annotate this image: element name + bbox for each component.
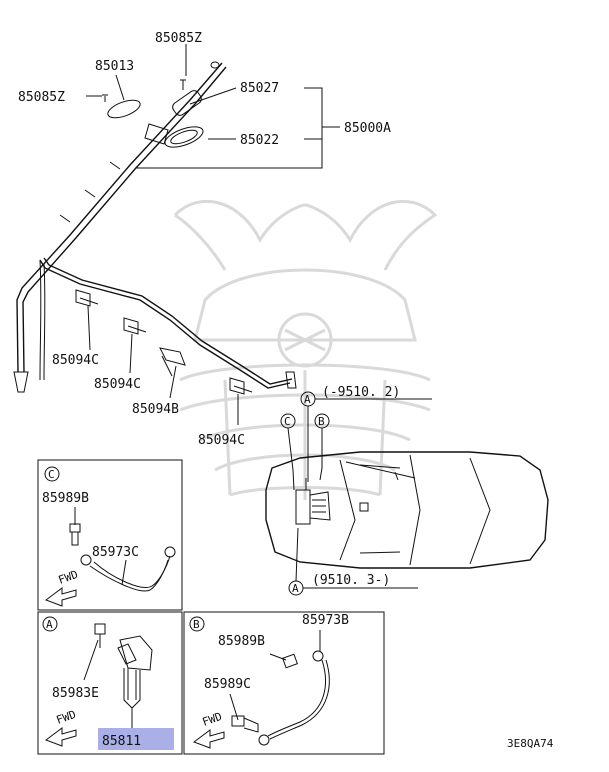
box-b-85989C: 85989C: [204, 677, 251, 692]
box-a-letter: A: [46, 618, 53, 631]
box-a-85983E: 85983E: [52, 686, 99, 701]
label-85013: 85013: [95, 59, 134, 74]
leader-lines: [86, 44, 340, 425]
label-85094C-2: 85094C: [94, 377, 141, 392]
antenna-assembly: [13, 61, 227, 393]
box-c-fwd: FWD: [57, 568, 80, 587]
antenna-cable: [39, 257, 297, 395]
label-85022: 85022: [240, 133, 279, 148]
box-a-85811[interactable]: 85811: [102, 734, 141, 749]
box-b-85989B: 85989B: [218, 634, 265, 649]
box-c-85989B: 85989B: [42, 491, 89, 506]
label-85000A: 85000A: [344, 121, 391, 136]
callout-b-top-letter: B: [318, 415, 325, 428]
label-85085Z-left: 85085Z: [18, 90, 65, 105]
callout-a-top-letter: A: [304, 393, 311, 406]
range-top: (-9510. 2): [322, 385, 400, 400]
box-b-85973B: 85973B: [302, 613, 349, 628]
detail-box-a: A 85983E 85811 FWD: [37, 611, 183, 755]
box-b-letter: B: [193, 618, 200, 631]
car-outline: [265, 451, 549, 569]
box-a-fwd: FWD: [55, 708, 78, 727]
label-85094C-1: 85094C: [52, 353, 99, 368]
box-c-85973C: 85973C: [92, 545, 139, 560]
highlight-85811: [98, 728, 174, 750]
box-b-fwd: FWD: [201, 710, 224, 729]
box-c-letter: C: [48, 468, 55, 481]
detail-box-c: C 85989B 85973C FWD: [37, 459, 183, 611]
callout-a-bottom-letter: A: [292, 582, 299, 595]
diagram-code: 3E8QA74: [507, 737, 554, 750]
label-85027: 85027: [240, 81, 279, 96]
callout-c-top-letter: C: [284, 415, 291, 428]
detail-box-b: B 85973B 85989B 85989C FWD: [183, 611, 385, 755]
car-callouts: A B C A (-9510. 2) (9510. 3-): [280, 385, 432, 596]
label-85094B: 85094B: [132, 402, 179, 417]
range-bottom: (9510. 3-): [312, 573, 390, 588]
label-85094C-3: 85094C: [198, 433, 245, 448]
watermark-helmet: [173, 199, 438, 500]
label-85085Z-top: 85085Z: [155, 31, 202, 46]
